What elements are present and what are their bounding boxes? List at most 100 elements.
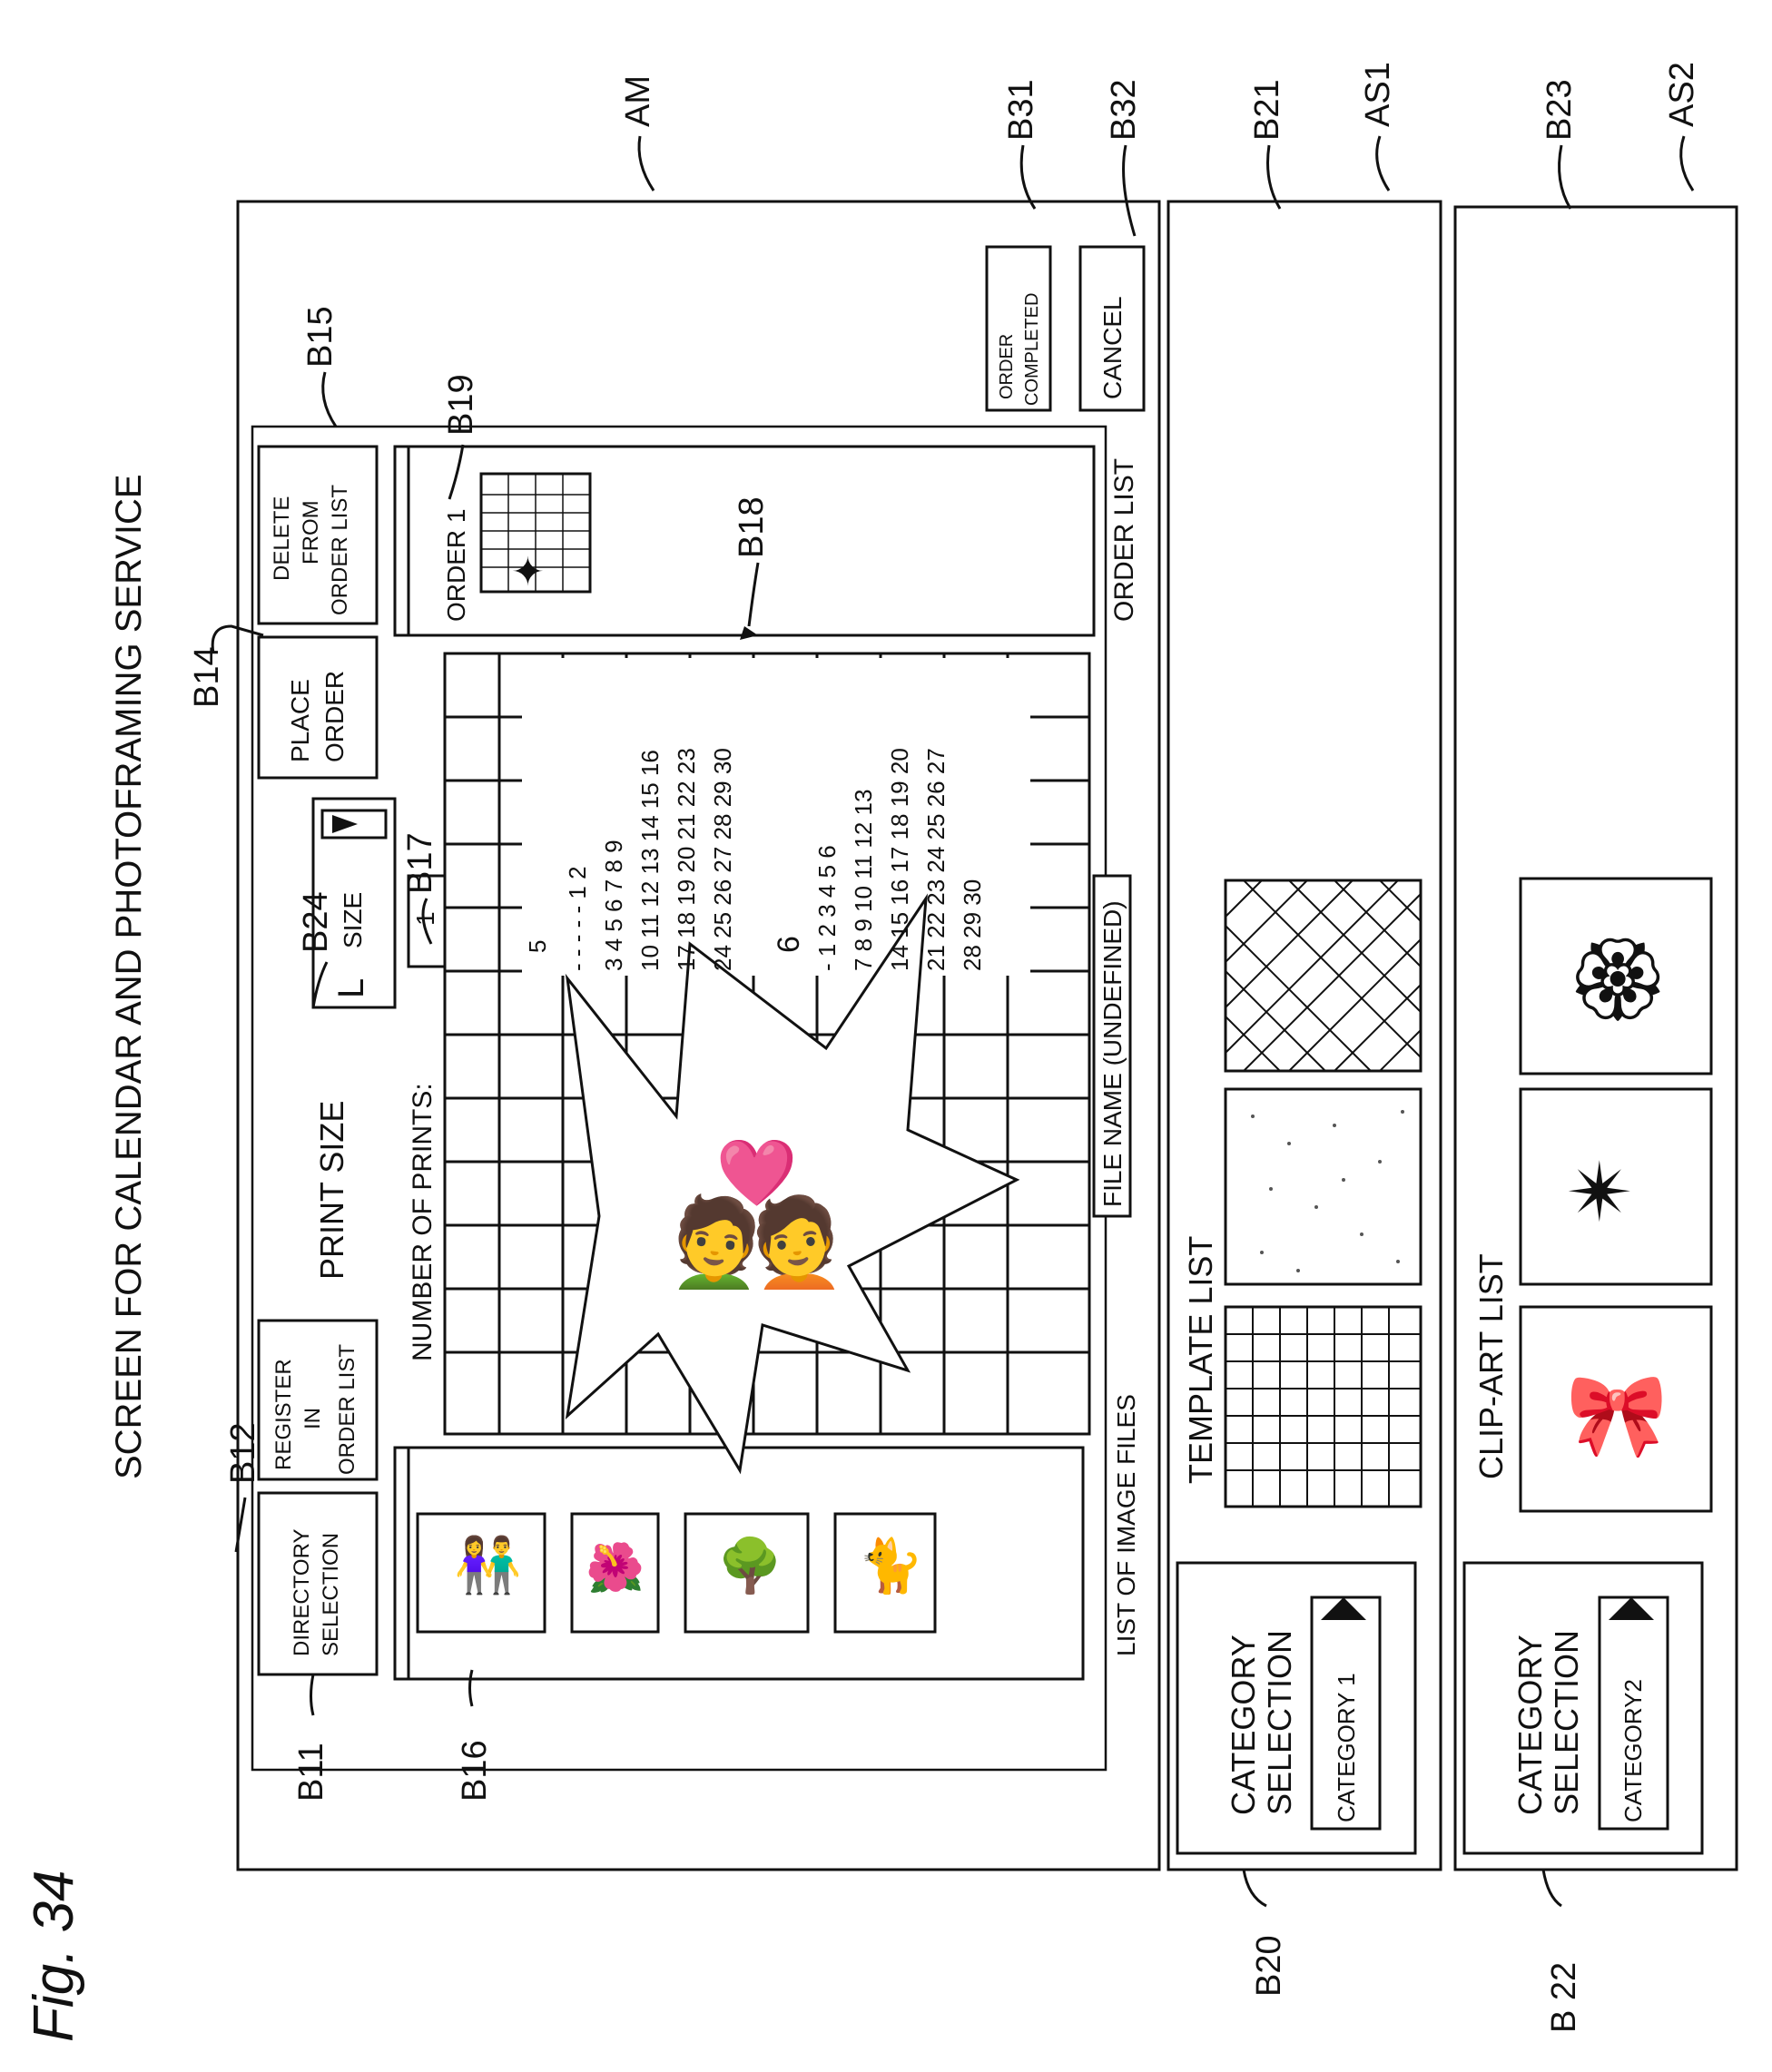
- directory-selection-line1: DIRECTORY: [290, 1529, 314, 1656]
- clipart-thumbnail-2[interactable]: [1519, 1087, 1713, 1286]
- file-name-label: FILE NAME (UNDEFINED): [1098, 900, 1127, 1207]
- template-grid-thumbnail[interactable]: [1224, 1305, 1423, 1508]
- template-category-dropdown[interactable]: [1310, 1596, 1382, 1831]
- template-crosshatch-lines: [1225, 879, 1422, 1072]
- directory-selection-button[interactable]: [257, 1491, 379, 1676]
- clipart-thumbnail-3[interactable]: [1519, 877, 1713, 1075]
- template-speckle-dots: [1251, 1110, 1404, 1272]
- calendar-row: 7 8 9 10 11 12 13: [850, 790, 877, 971]
- template-grid-lines: [1226, 1307, 1421, 1507]
- ref-b31: B31: [1002, 79, 1040, 141]
- arrow-icon: [740, 626, 758, 640]
- couple-photo-icon: 💑: [672, 1138, 842, 1291]
- calendar-row: 3 4 5 6 7 8 9: [600, 840, 627, 971]
- list-of-image-files-label: LIST OF IMAGE FILES: [1112, 1394, 1140, 1656]
- star-photo-frame: [565, 893, 1020, 1475]
- template-list-label: TEMPLATE LIST: [1182, 1236, 1219, 1484]
- image-thumbnail-4[interactable]: [833, 1512, 937, 1634]
- clipart-chevron-down-icon: [1609, 1597, 1654, 1620]
- calendar-row: 28 29 30: [959, 879, 986, 971]
- calendar-row: 10 11 12 13 14 15 16: [636, 750, 664, 971]
- print-size-value: L: [331, 978, 371, 998]
- template-category-value: CATEGORY 1: [1333, 1673, 1360, 1822]
- calendar-month-6-rows: - 1 2 3 4 5 6 7 8 9 10 11 12 13 14 15 16…: [813, 748, 986, 971]
- cancel-label: CANCEL: [1098, 296, 1127, 399]
- cancel-button[interactable]: [1078, 245, 1146, 412]
- place-order-line2: ORDER: [320, 671, 349, 762]
- print-size-unit: SIZE: [339, 892, 367, 948]
- register-in-order-list-button[interactable]: [257, 1319, 379, 1481]
- order-star-icon: ✦: [511, 550, 545, 594]
- leader-lines: [211, 135, 1695, 1908]
- tree-icon: 🌳: [717, 1534, 783, 1596]
- calendar-block: [522, 658, 1030, 976]
- flower-icon: 🌺: [586, 1540, 645, 1595]
- calendar-row: - 1 2 3 4 5 6: [813, 845, 841, 971]
- screen-title: SCREEN FOR CALENDAR AND PHOTOFRAMING SER…: [109, 474, 149, 1479]
- calendar-row: - - - - - 1 2: [564, 866, 591, 971]
- image-thumbnail-3[interactable]: [684, 1512, 810, 1634]
- ref-b23: B23: [1541, 79, 1579, 141]
- delete-line1: DELETE: [270, 496, 294, 581]
- ref-b16: B16: [456, 1740, 494, 1802]
- ref-b20: B20: [1250, 1935, 1288, 1997]
- clipart-category-line2: SELECTION: [1548, 1630, 1585, 1815]
- ref-b11: B11: [292, 1743, 330, 1802]
- couple-icon: 👫: [454, 1534, 522, 1596]
- template-speckle-thumbnail[interactable]: [1224, 1087, 1423, 1286]
- register-line2: IN: [300, 1408, 325, 1429]
- clipart-thumbnail-1[interactable]: [1519, 1305, 1713, 1513]
- file-name-box: [1092, 874, 1132, 1218]
- ref-as2: AS2: [1663, 62, 1701, 127]
- calendar-row: 21 22 23 24 25 26 27: [922, 748, 950, 971]
- clipart-category-value: CATEGORY2: [1619, 1679, 1647, 1822]
- ref-b17: B17: [401, 832, 439, 894]
- calendar-month-5: 5: [524, 940, 551, 953]
- clipart-list-label: CLIP-ART LIST: [1472, 1253, 1510, 1479]
- star-ornament-icon: ✴: [1566, 1148, 1634, 1239]
- clipart-category-dropdown[interactable]: [1598, 1596, 1669, 1831]
- gift-bow-icon: 🎀: [1566, 1370, 1668, 1461]
- number-of-prints-label: NUMBER OF PRINTS:: [408, 1083, 438, 1361]
- order-completed-button[interactable]: [985, 245, 1052, 412]
- ref-b18: B18: [733, 496, 771, 558]
- delete-from-order-list-button[interactable]: [257, 445, 379, 625]
- ref-b14: B14: [188, 646, 226, 708]
- figure-number: Fig. 34: [23, 1870, 85, 2042]
- image-thumbnail-1[interactable]: [416, 1512, 546, 1634]
- ref-am: AM: [619, 75, 657, 127]
- ref-b22: B 22: [1545, 1962, 1583, 2033]
- delete-line2: FROM: [299, 500, 323, 565]
- place-order-line1: PLACE: [286, 679, 314, 762]
- calendar-row: 17 18 19 20 21 22 23: [673, 748, 700, 971]
- order-completed-line2: COMPLETED: [1022, 293, 1042, 406]
- number-of-prints-value: 1: [411, 911, 439, 926]
- directory-selection-line2: SELECTION: [319, 1533, 343, 1656]
- cat-icon: 🐈: [858, 1536, 923, 1596]
- template-category-line1: CATEGORY: [1225, 1635, 1262, 1815]
- chevron-down-icon: [332, 815, 358, 833]
- number-of-prints-input[interactable]: [407, 874, 447, 968]
- wreath-icon: 🏵: [1566, 935, 1669, 1026]
- ref-b24: B24: [297, 891, 335, 953]
- ref-b12: B12: [224, 1422, 262, 1484]
- print-size-label: PRINT SIZE: [313, 1101, 350, 1280]
- ref-b32: B32: [1105, 79, 1143, 141]
- order-completed-line1: ORDER: [997, 334, 1017, 399]
- image-thumbnail-2[interactable]: [570, 1512, 660, 1634]
- template-chevron-down-icon: [1321, 1597, 1366, 1620]
- ref-b19: B19: [442, 374, 480, 436]
- order-item-label: ORDER 1: [442, 509, 470, 622]
- delete-line3: ORDER LIST: [328, 485, 352, 615]
- calendar-month-5-rows: - - - - - 1 2 3 4 5 6 7 8 9 10 11 12 13 …: [564, 748, 736, 971]
- calendar-row: 24 25 26 27 28 29 30: [709, 748, 736, 971]
- calendar-month-6: 6: [772, 936, 806, 953]
- order-thumbnail-grid: [481, 474, 590, 592]
- ref-as1: AS1: [1359, 62, 1397, 127]
- place-order-button[interactable]: [257, 635, 379, 780]
- clipart-category-line1: CATEGORY: [1511, 1635, 1549, 1815]
- template-category-line2: SELECTION: [1261, 1630, 1298, 1815]
- order-list-label: ORDER LIST: [1109, 458, 1139, 622]
